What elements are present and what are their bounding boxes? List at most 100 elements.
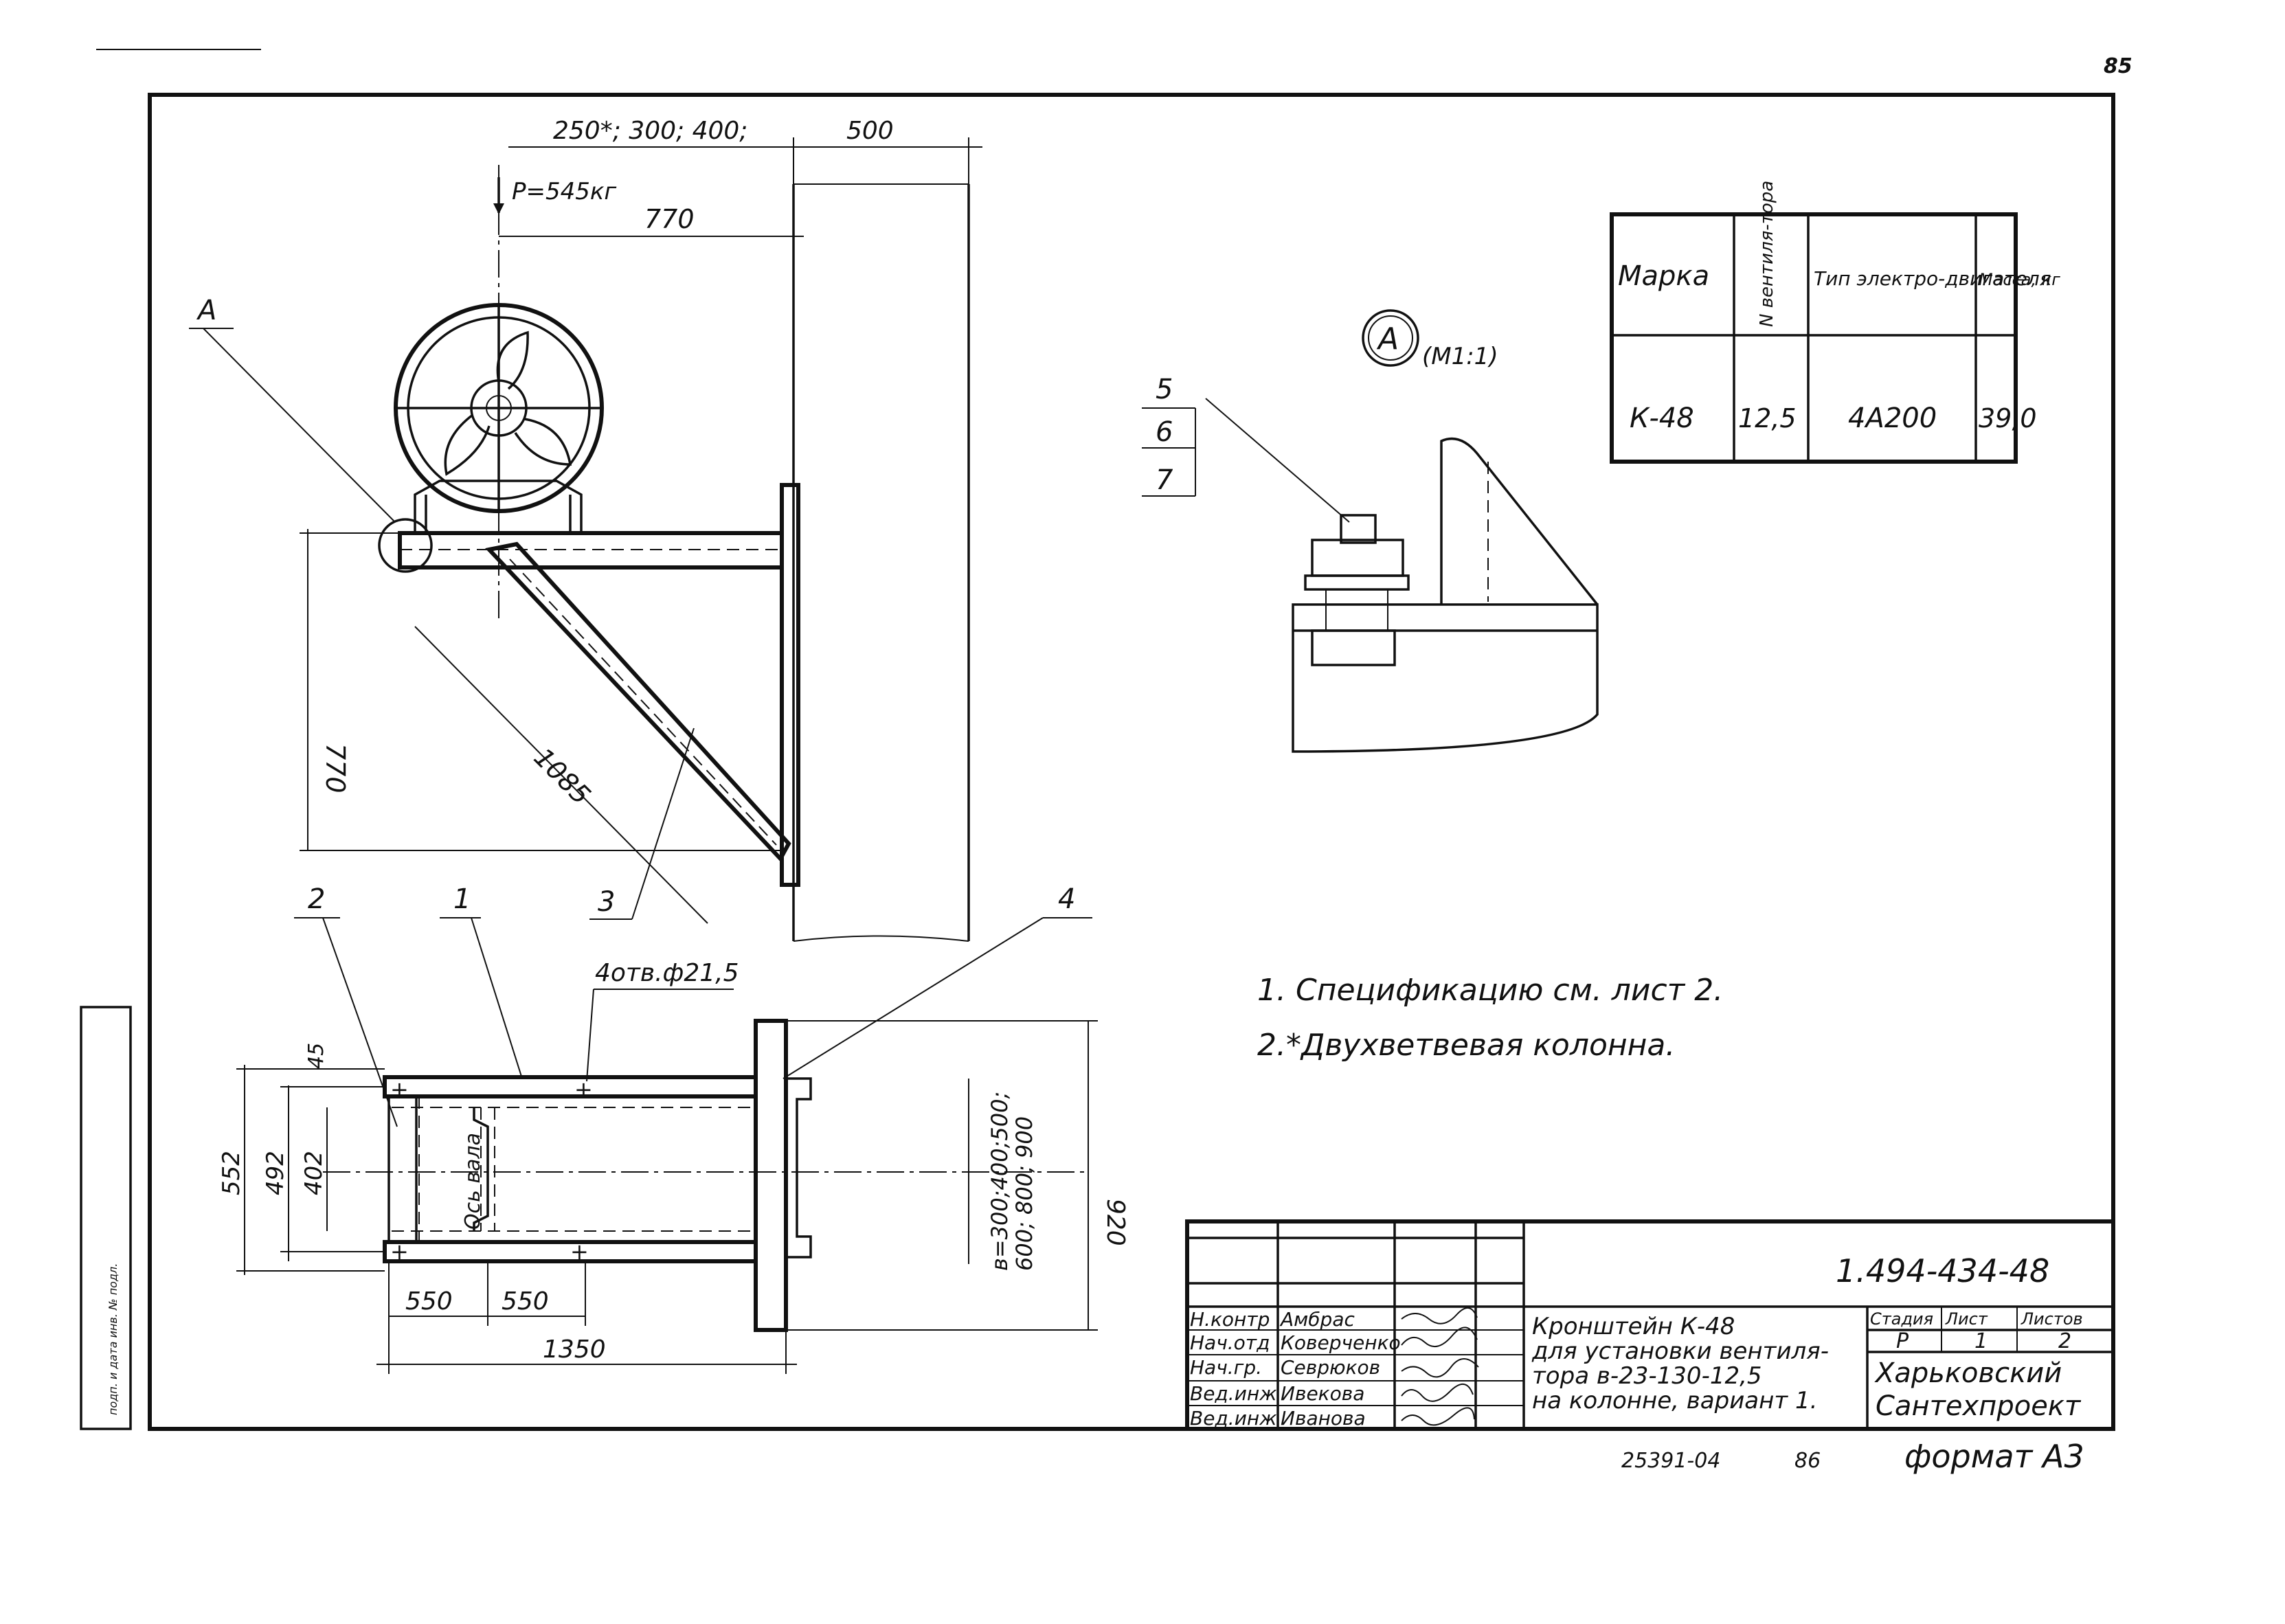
spec-mass: 39,0 (1979, 403, 2037, 433)
column-flange (786, 1077, 812, 1259)
signature (1401, 1384, 1474, 1402)
drawing-title-4: на колонне, вариант 1. (1532, 1387, 1817, 1414)
plan-plate (754, 1019, 788, 1332)
detail-a-view: А (М1:1) 5 6 7 (1142, 309, 1599, 753)
name-5: Иванова (1281, 1407, 1366, 1430)
dim-b-values-2: 600; 800; 900 (1011, 1116, 1037, 1271)
holes-label: 4отв.ф21,5 (595, 959, 739, 987)
detail-label: А (1376, 322, 1399, 357)
fan-blade (514, 418, 572, 466)
signature (1401, 1307, 1478, 1324)
sheets-value: 2 (2058, 1329, 2071, 1353)
note-1: 1. Спецификацию см. лист 2. (1257, 973, 1723, 1008)
dim-45: 45 (304, 1043, 328, 1069)
dim-550-b: 550 (502, 1287, 549, 1316)
name-3: Севрюков (1281, 1356, 1380, 1379)
org-line-2: Сантехпроект (1876, 1390, 2082, 1422)
dim-492: 492 (262, 1151, 289, 1195)
spec-header-motor: Тип электро-двигателя (1814, 267, 2051, 290)
svg-text:+: + (570, 1239, 589, 1265)
plan-beam-top (383, 1075, 758, 1098)
dim-b-values: в=300;400;500; (987, 1092, 1013, 1271)
signature (1401, 1327, 1478, 1348)
shaft-axis-label: Ось вала (461, 1133, 485, 1230)
detail-nut-lower (1311, 629, 1396, 666)
elevation-view: А Р=545кг 250*; 300; 400; 500 770 770 10… (189, 117, 982, 942)
spec-header-mark: Марка (1618, 260, 1709, 292)
archive-number: 25391-04 (1621, 1449, 1720, 1473)
callout-1: 1 (453, 883, 471, 915)
callout-5: 5 (1156, 374, 1173, 405)
spec-fan-no: 12,5 (1738, 403, 1797, 433)
detail-label-circle (1362, 309, 1419, 367)
side-stamp-text: подп. и дата инв. № подл. (106, 1263, 120, 1415)
stage-value: Р (1896, 1329, 1909, 1353)
load-label: Р=545кг (512, 178, 617, 205)
drawing-code: 1.494-434-48 (1836, 1252, 2049, 1289)
role-1: Н.контр (1190, 1308, 1270, 1331)
callout-3: 3 (598, 886, 615, 918)
plan-cross-member (387, 1095, 418, 1243)
page-number: 85 (2104, 54, 2132, 78)
role-2: Нач.отд (1190, 1331, 1270, 1354)
callout-6: 6 (1156, 416, 1173, 448)
detail-washer (1304, 574, 1410, 591)
column-break-bottom (793, 935, 969, 942)
plan-view: + + + + 4отв.ф21,5 2 1 4 552 492 402 45 … (218, 883, 1129, 1374)
sheet-label: Лист (1945, 1309, 1988, 1329)
signature (1401, 1358, 1479, 1378)
fan-blade (444, 414, 491, 476)
dim-770-v: 770 (320, 743, 350, 793)
callout-2: 2 (308, 883, 325, 915)
dim-top-options: 250*; 300; 400; (553, 117, 747, 145)
detail-flange (1292, 603, 1599, 753)
drawing-title-1: Кронштейн К-48 (1532, 1313, 1735, 1340)
horizontal-beam (398, 531, 784, 569)
title-block: Н.контр Нач.отд Нач.гр. Вед.инж Вед.инж … (1185, 1219, 2115, 1431)
mounting-plate (780, 483, 800, 887)
dim-920: 920 (1101, 1199, 1129, 1246)
signature (1401, 1407, 1475, 1426)
sheet-value: 1 (1974, 1329, 1988, 1353)
svg-text:+: + (390, 1239, 409, 1265)
role-3: Нач.гр. (1190, 1356, 1262, 1379)
spec-table: Марка N вентиля-тора Тип электро-двигате… (1610, 181, 2060, 464)
spec-motor: 4А200 (1848, 403, 1937, 434)
diagonal-strut (485, 541, 791, 863)
callout-4: 4 (1058, 883, 1075, 915)
stage-label: Стадия (1870, 1309, 1933, 1329)
svg-text:+: + (390, 1076, 409, 1103)
role-5: Вед.инж (1190, 1407, 1276, 1430)
spec-header-fan-no: N вентиля-тора (1757, 181, 1777, 327)
callout-7: 7 (1156, 464, 1173, 496)
dim-line-1085 (414, 626, 708, 924)
detail-nut (1311, 539, 1404, 577)
dim-top-500: 500 (846, 117, 894, 145)
detail-bolt-head (1340, 514, 1377, 544)
format-label: формат А3 (1904, 1438, 2084, 1475)
side-stamp-box (80, 1006, 132, 1430)
dim-550-a: 550 (405, 1287, 453, 1316)
dim-552: 552 (218, 1151, 245, 1195)
drawing-title-3: тора в-23-130-12,5 (1532, 1362, 1762, 1390)
name-4: Ивекова (1281, 1382, 1364, 1405)
org-line-1: Харьковский (1874, 1357, 2062, 1389)
drawing-title-2: для установки вентиля- (1531, 1338, 1829, 1365)
name-2: Коверченко (1281, 1331, 1401, 1354)
spec-header-mass: Масса, кг (1979, 270, 2060, 289)
role-4: Вед.инж (1190, 1382, 1276, 1405)
detail-a-marker (378, 518, 433, 573)
svg-text:+: + (574, 1076, 593, 1103)
note-2: 2.*Двухветвевая колонна. (1257, 1028, 1675, 1063)
spec-mark: К-48 (1630, 403, 1694, 434)
callout-a: А (196, 295, 216, 326)
dim-770-h: 770 (644, 204, 695, 234)
sheets-label: Листов (2021, 1309, 2083, 1329)
drawing-frame (148, 93, 2115, 1431)
detail-web (1440, 437, 1599, 606)
name-1: Амбрас (1279, 1308, 1355, 1331)
archive-suffix: 86 (1794, 1449, 1821, 1473)
dim-402: 402 (300, 1151, 328, 1195)
detail-scale: (М1:1) (1422, 343, 1498, 370)
